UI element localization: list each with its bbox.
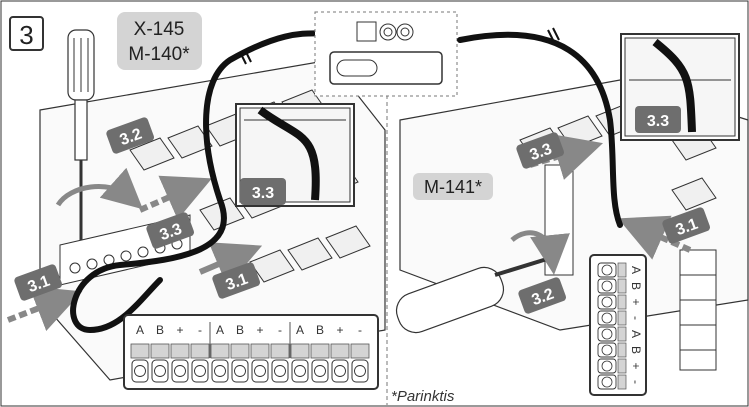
expansion-terminal-label: - bbox=[629, 316, 643, 320]
controller-terminal-label: - bbox=[198, 323, 202, 337]
screwdriver-icon bbox=[67, 29, 95, 240]
controller-terminal-label: + bbox=[336, 323, 343, 337]
controller-terminal-label: B bbox=[236, 323, 244, 337]
terminal-slot bbox=[310, 343, 330, 359]
terminal-screw-head bbox=[601, 296, 613, 308]
step-tag-3-3-inset-right: 3.3 bbox=[635, 106, 681, 133]
expansion-terminal-label: + bbox=[629, 298, 643, 305]
expansion-terminal-label: B bbox=[629, 282, 643, 290]
terminal-slot bbox=[617, 278, 627, 294]
terminal-screw-head bbox=[354, 365, 366, 377]
step-number: 3 bbox=[19, 20, 33, 50]
terminal-screw-head bbox=[234, 365, 246, 377]
controller-label-primary: X-145 bbox=[134, 19, 185, 40]
expansion-terminal-label: + bbox=[629, 362, 643, 369]
step-box bbox=[9, 16, 44, 51]
controller-label-bg bbox=[117, 12, 202, 70]
terminal-slot bbox=[290, 343, 310, 359]
terminal-screw-head bbox=[314, 365, 326, 377]
terminal-slot bbox=[170, 343, 190, 359]
terminal-slot bbox=[130, 343, 150, 359]
controller-terminal-label: A bbox=[136, 323, 144, 337]
terminal-screw-head bbox=[601, 360, 613, 372]
cable-break-marks bbox=[239, 27, 560, 65]
terminal-slot bbox=[617, 374, 627, 390]
terminal-screw-head bbox=[214, 365, 226, 377]
controller-label-secondary: M-140* bbox=[128, 44, 190, 65]
svg-text:3.3: 3.3 bbox=[252, 185, 274, 202]
terminal-slot bbox=[210, 343, 230, 359]
expansion-terminal-table: AB+-AB+- bbox=[589, 254, 647, 396]
step-tag-3-3-inset-left: 3.3 bbox=[240, 178, 286, 205]
push-arrow-icon bbox=[6, 175, 263, 332]
controller-terminal-label: - bbox=[278, 323, 282, 337]
terminal-slot bbox=[350, 343, 370, 359]
terminal-screw-head bbox=[154, 365, 166, 377]
terminal-screw-head bbox=[601, 280, 613, 292]
terminal-screw-head bbox=[194, 365, 206, 377]
zoom-inset-left bbox=[235, 103, 355, 207]
step-tag-3-1-right: 3.1 bbox=[662, 207, 710, 244]
terminal-screw-head bbox=[174, 365, 186, 377]
controller-terminal-label: A bbox=[216, 323, 224, 337]
step-tag-3-3-right: 3.3 bbox=[516, 132, 564, 169]
controller-unit-icon bbox=[329, 21, 443, 85]
expansion-label-bg bbox=[413, 173, 493, 200]
step-tag-3-1-center: 3.1 bbox=[212, 262, 260, 299]
svg-text:3.2: 3.2 bbox=[117, 126, 144, 150]
terminal-screw-head bbox=[601, 264, 613, 276]
step-tag-3-3-left: 3.3 bbox=[146, 212, 194, 249]
controller-terminal-label: A bbox=[296, 323, 304, 337]
terminal-slot bbox=[270, 343, 290, 359]
expansion-terminal-label: A bbox=[629, 330, 643, 338]
terminal-slot bbox=[617, 310, 627, 326]
terminal-screw-head bbox=[601, 312, 613, 324]
rotate-arrow-icon bbox=[55, 167, 143, 210]
terminal-screw-head bbox=[334, 365, 346, 377]
expansion-terminal-label: B bbox=[629, 346, 643, 354]
controller-terminal-label: B bbox=[156, 323, 164, 337]
svg-text:3.3: 3.3 bbox=[647, 113, 669, 130]
terminal-slot bbox=[150, 343, 170, 359]
terminal-screw-head bbox=[601, 376, 613, 388]
svg-text:3.3: 3.3 bbox=[527, 141, 554, 165]
expansion-terminal-label: - bbox=[629, 380, 643, 384]
svg-text:3.3: 3.3 bbox=[157, 221, 184, 245]
controller-terminal-label: B bbox=[316, 323, 324, 337]
terminal-slot bbox=[230, 343, 250, 359]
terminal-slot bbox=[617, 358, 627, 374]
terminal-screw-head bbox=[601, 344, 613, 356]
terminal-slot bbox=[617, 342, 627, 358]
terminal-screw-head bbox=[601, 328, 613, 340]
controller-terminal-label: + bbox=[176, 323, 183, 337]
svg-text:3.1: 3.1 bbox=[223, 271, 250, 295]
step-tag-3-2-left: 3.2 bbox=[106, 117, 154, 154]
controller-terminal-label: - bbox=[358, 323, 362, 337]
terminal-slot bbox=[617, 294, 627, 310]
rotate-arrow-icon bbox=[510, 230, 570, 275]
step-tag-3-2-right: 3.2 bbox=[518, 277, 566, 314]
svg-text:3.2: 3.2 bbox=[529, 286, 556, 310]
terminal-slot bbox=[330, 343, 350, 359]
svg-text:3.1: 3.1 bbox=[25, 273, 52, 297]
terminal-screw-head bbox=[254, 365, 266, 377]
terminal-slot bbox=[617, 262, 627, 278]
cable-icon bbox=[457, 31, 623, 228]
terminal-slot bbox=[250, 343, 270, 359]
terminal-screw-head bbox=[274, 365, 286, 377]
terminal-screw-head bbox=[134, 365, 146, 377]
step-tag-3-1-left: 3.1 bbox=[14, 264, 62, 301]
footnote: *Parinktis bbox=[391, 388, 455, 405]
controller-terminal-label: + bbox=[256, 323, 263, 337]
expansion-label: M-141* bbox=[424, 177, 482, 197]
terminal-slot bbox=[190, 343, 210, 359]
terminal-screw-head bbox=[294, 365, 306, 377]
terminal-slot bbox=[617, 326, 627, 342]
svg-text:3.1: 3.1 bbox=[673, 216, 700, 240]
expansion-terminal-label: A bbox=[629, 266, 643, 274]
